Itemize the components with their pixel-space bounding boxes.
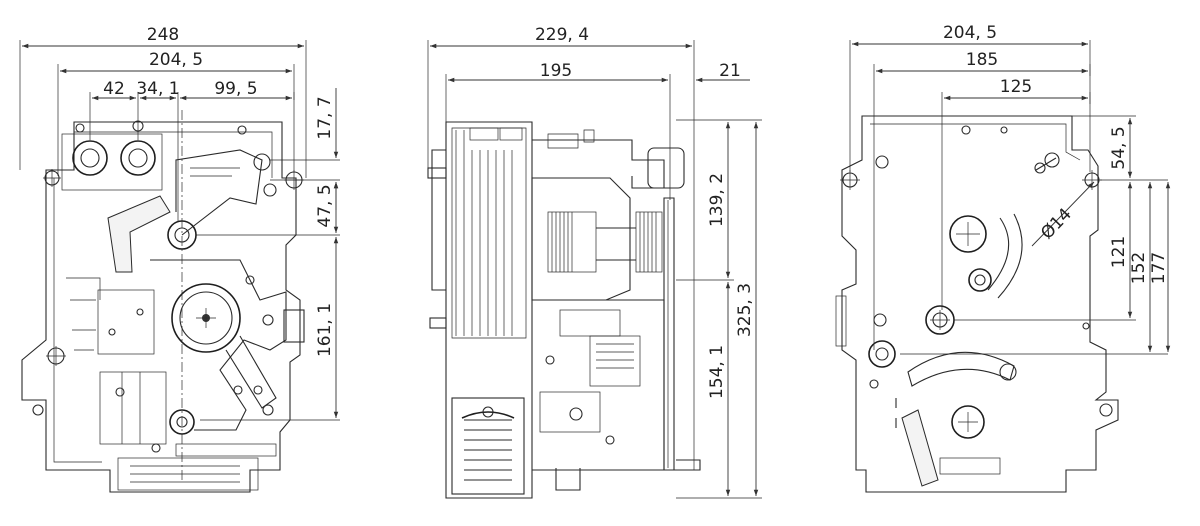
dim-label-161-1: 161, 1	[315, 303, 335, 357]
dim-label-229-4: 229, 4	[535, 25, 589, 45]
rear-dim-label-204-5: 204, 5	[943, 23, 997, 43]
rear-dim-label-54-5: 54, 5	[1109, 126, 1129, 169]
dim-label-139-2: 139, 2	[707, 173, 727, 227]
rear-dim-label-185: 185	[966, 50, 998, 70]
rear-dim-label-125: 125	[1000, 77, 1032, 97]
dim-label-154-1: 154, 1	[707, 345, 727, 399]
rear-dimension-185: 185	[873, 50, 1091, 350]
rear-dim-label-177: 177	[1149, 252, 1169, 284]
rear-dim-label-phi14: Ø14	[1037, 204, 1076, 243]
dim-label-99-5: 99, 5	[214, 79, 257, 99]
side-view: 229, 4 195 21 139, 2 154, 1 325, 3	[427, 25, 762, 499]
side-dimension-195-21: 195 21	[445, 61, 750, 200]
rear-dimension-204-5: 204, 5	[849, 23, 1091, 172]
dim-label-34-1: 34, 1	[136, 79, 179, 99]
dim-label-195: 195	[540, 61, 572, 81]
dim-label-42: 42	[103, 79, 125, 99]
front-dimension-204-5: 204, 5	[57, 50, 295, 176]
front-dimension-42-34-99: 42 34, 1 99, 5	[89, 79, 295, 222]
side-dimension-verticals: 139, 2 154, 1 325, 3	[676, 119, 762, 499]
dim-label-248: 248	[147, 25, 179, 45]
dim-label-21: 21	[719, 61, 741, 81]
front-dimension-248: 248	[19, 25, 307, 178]
rear-dim-label-152: 152	[1129, 252, 1149, 284]
front-dimension-verticals: 17, 7 47, 5 161, 1	[196, 88, 340, 421]
rear-dimension-phi14: Ø14	[1031, 181, 1095, 247]
dim-label-204-5: 204, 5	[149, 50, 203, 70]
dim-label-325-3: 325, 3	[735, 283, 755, 337]
rear-dimension-125: 125	[941, 77, 1091, 310]
dim-label-17-7: 17, 7	[315, 96, 335, 139]
front-view: 248 204, 5 42 34, 1 99, 5 17, 7 47, 5 16…	[19, 25, 340, 493]
rear-dimension-verticals: 54, 5 121 152 177	[900, 115, 1171, 355]
rear-dim-label-121: 121	[1109, 236, 1129, 268]
dim-label-47-5: 47, 5	[315, 184, 335, 227]
side-dimension-229-4: 229, 4	[427, 25, 695, 470]
rear-view: 204, 5 185 125 Ø14 54, 5 121 152 177	[835, 23, 1171, 493]
